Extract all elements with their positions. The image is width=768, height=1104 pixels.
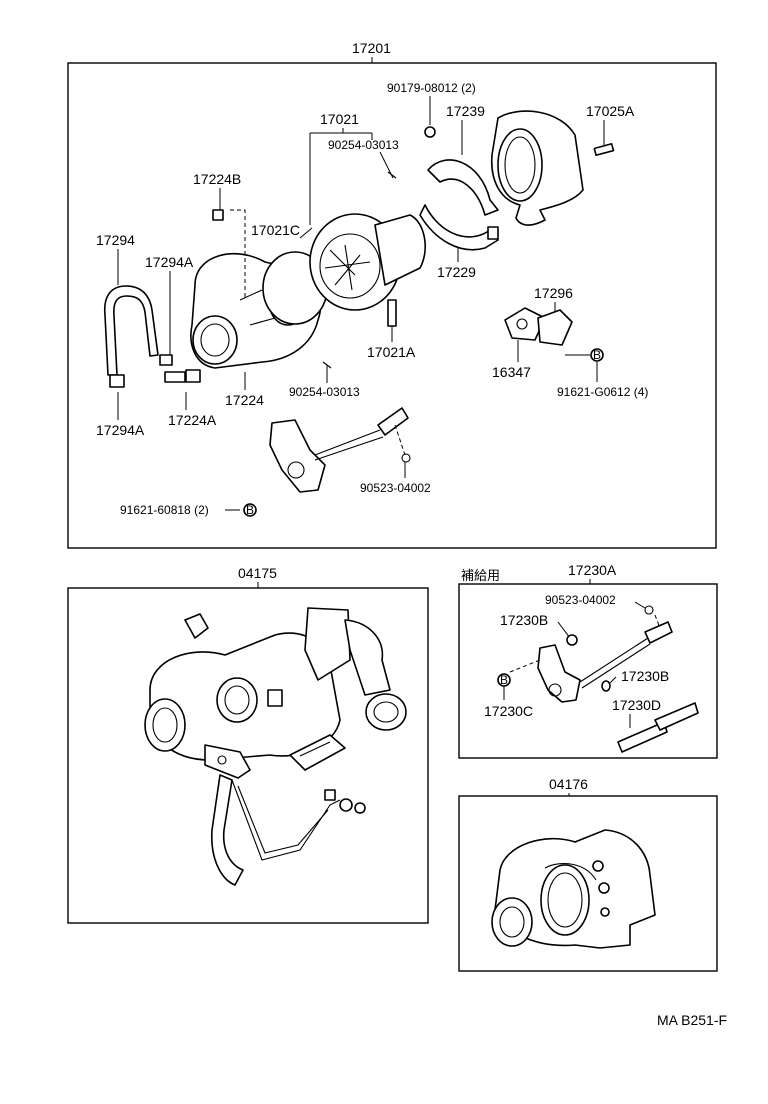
label-17021A: 17021A bbox=[367, 344, 416, 360]
v-band-clamp bbox=[419, 126, 499, 251]
kit-04175-turbo bbox=[144, 607, 407, 886]
label-kit-04175: 04175 bbox=[238, 565, 277, 581]
label-17230C: 17230C bbox=[484, 703, 533, 719]
svg-text:B: B bbox=[593, 348, 601, 362]
service-kit-frame bbox=[458, 583, 718, 759]
label-16347: 16347 bbox=[492, 364, 531, 380]
label-17229: 17229 bbox=[437, 264, 476, 280]
footer-diagram-code: MA B251-F bbox=[657, 1012, 727, 1028]
label-main-assembly: 17201 bbox=[352, 40, 391, 56]
label-90179-08012: 90179-08012 (2) bbox=[387, 81, 476, 95]
label-17294A-top: 17294A bbox=[145, 254, 194, 270]
svg-text:B: B bbox=[500, 673, 508, 687]
main-assembly-frame bbox=[67, 62, 717, 549]
label-17025A: 17025A bbox=[586, 103, 635, 119]
kit-04175-frame bbox=[67, 587, 429, 924]
label-service-title: 補給用 bbox=[461, 569, 500, 584]
kit-04175-section: 04175 bbox=[67, 565, 429, 924]
label-90523-04002: 90523-04002 bbox=[360, 481, 431, 495]
label-17230D: 17230D bbox=[612, 697, 661, 713]
service-kit-parts: B bbox=[497, 601, 699, 753]
label-91621-60818: 91621-60818 (2) bbox=[120, 503, 209, 517]
label-17230B-top: 17230B bbox=[500, 612, 548, 628]
svg-text:B: B bbox=[246, 503, 254, 517]
label-17224: 17224 bbox=[225, 392, 264, 408]
gasket-and-cover: B bbox=[504, 307, 604, 362]
label-90254-03013-top: 90254-03013 bbox=[328, 138, 399, 152]
kit-04176-section: 04176 bbox=[458, 776, 718, 972]
label-17224A: 17224A bbox=[168, 412, 217, 428]
label-17021: 17021 bbox=[320, 111, 359, 127]
main-assembly-section: 17201 90179-08012 (2) 17239 17025A 17021… bbox=[67, 40, 717, 549]
wastegate-actuator bbox=[269, 407, 411, 493]
label-17296: 17296 bbox=[534, 285, 573, 301]
service-kit-section: 補給用 17230A 90523-04002 17230B 17230B 172… bbox=[458, 562, 718, 759]
center-housing bbox=[262, 213, 426, 327]
kit-04176-turbine-housing bbox=[491, 829, 656, 949]
kit-04176-frame bbox=[458, 795, 718, 972]
label-91621-G0612: 91621-G0612 (4) bbox=[557, 385, 648, 399]
label-17239: 17239 bbox=[446, 103, 485, 119]
label-kit-04176: 04176 bbox=[549, 776, 588, 792]
turbine-housing bbox=[490, 110, 615, 226]
label-17294A-bottom: 17294A bbox=[96, 422, 145, 438]
label-17230B-right: 17230B bbox=[621, 668, 669, 684]
label-17224B: 17224B bbox=[193, 171, 241, 187]
label-17294: 17294 bbox=[96, 232, 135, 248]
hose bbox=[103, 285, 173, 388]
small-fasteners: B bbox=[164, 171, 397, 517]
label-90254-03013-bottom: 90254-03013 bbox=[289, 385, 360, 399]
label-90523-04002-service: 90523-04002 bbox=[545, 593, 616, 607]
label-17230A: 17230A bbox=[568, 562, 617, 578]
label-17021C: 17021C bbox=[251, 222, 300, 238]
